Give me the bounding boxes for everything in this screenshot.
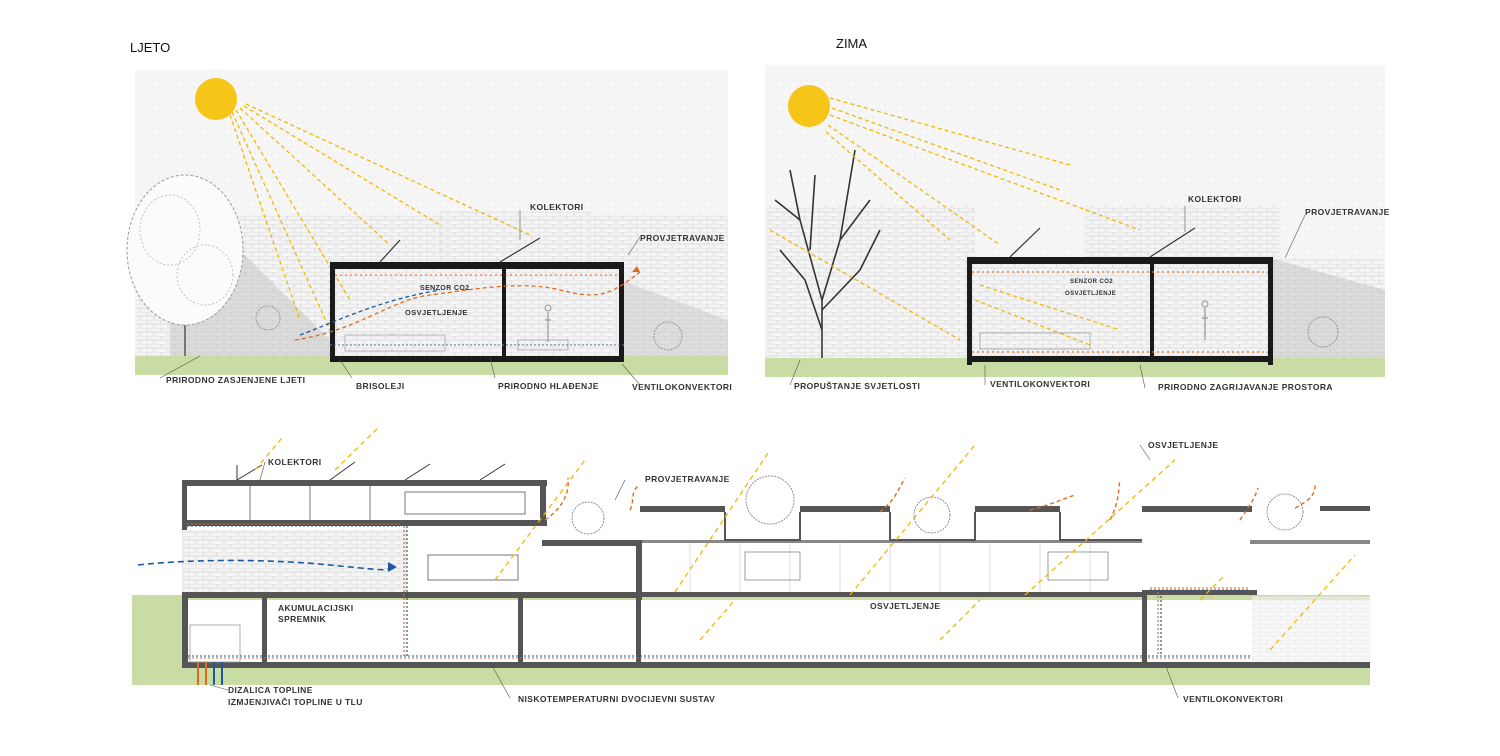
summer-label-brise-soleil: BRISOLEJI [356, 381, 405, 391]
summer-tree [126, 174, 244, 356]
summer-label-natural-shade: PRIRODNO ZASJENJENE LJETI [166, 375, 306, 385]
winter-label-co2-sensor: SENZOR CO2 [1070, 279, 1114, 285]
winter-label-ventilation: PROVJETRAVANJE [1305, 207, 1390, 217]
winter-label-lighting: OSVJETLJENJE [1065, 291, 1117, 297]
summer-panel [126, 70, 728, 386]
summer-label-fan-coils: VENTILOKONVEKTORI [632, 382, 733, 392]
section-label-lighting-mid: OSVJETLJENJE [870, 601, 941, 611]
section-right-wing [640, 506, 1370, 664]
summer-title: LJETO [130, 40, 171, 55]
winter-label-fan-coils: VENTILOKONVEKTORI [990, 379, 1091, 389]
section-label-low-temp-system: NISKOTEMPERATURNI DVOCIJEVNI SUSTAV [518, 694, 716, 704]
summer-label-ventilation: PROVJETRAVANJE [640, 233, 725, 243]
section-label-ground-exchangers: IZMJENJIVAČI TOPLINE U TLU [228, 697, 363, 707]
section-warm-air-flow [544, 477, 1316, 521]
winter-label-light-passage: PROPUŠTANJE SVJETLOSTI [794, 381, 921, 391]
section-panel [132, 427, 1370, 699]
summer-air-flow [294, 271, 641, 341]
winter-tree [774, 149, 881, 358]
summer-label-lighting: OSVJETLJENJE [405, 308, 468, 317]
winter-sun-icon [788, 85, 830, 127]
winter-panel [765, 65, 1385, 389]
section-label-fan-coils: VENTILOKONVEKTORI [1183, 694, 1284, 704]
winter-building [967, 227, 1273, 365]
section-label-ventilation: PROVJETRAVANJE [645, 474, 730, 484]
winter-sun-rays [769, 97, 1141, 346]
section-basement [182, 526, 1370, 685]
winter-ground [765, 358, 1385, 377]
section-label-heat-pump: DIZALICA TOPLINE [228, 685, 313, 695]
summer-sun-icon [195, 78, 237, 120]
winter-title: ZIMA [836, 36, 868, 51]
summer-label-collectors: KOLEKTORI [530, 202, 584, 212]
section-cool-air-flow [137, 559, 396, 571]
section-label-lighting-top: OSVJETLJENJE [1148, 440, 1219, 450]
section-roof-plants [571, 475, 1304, 535]
section-label-storage-tank: AKUMULACIJSKI SPREMNIK [278, 603, 354, 624]
summer-building [330, 237, 624, 362]
winter-label-natural-heating: PRIRODNO ZAGRIJAVANJE PROSTORA [1158, 382, 1333, 392]
summer-label-co2-sensor: SENZOR CO2 [420, 285, 470, 292]
section-sun-rays [254, 427, 1356, 651]
summer-label-natural-cooling: PRIRODNO HLAĐENJE [498, 381, 599, 391]
section-left-block [182, 461, 547, 595]
winter-brick-wall [765, 258, 1385, 360]
winter-label-collectors: KOLEKTORI [1188, 194, 1242, 204]
section-label-collectors: KOLEKTORI [268, 457, 322, 467]
